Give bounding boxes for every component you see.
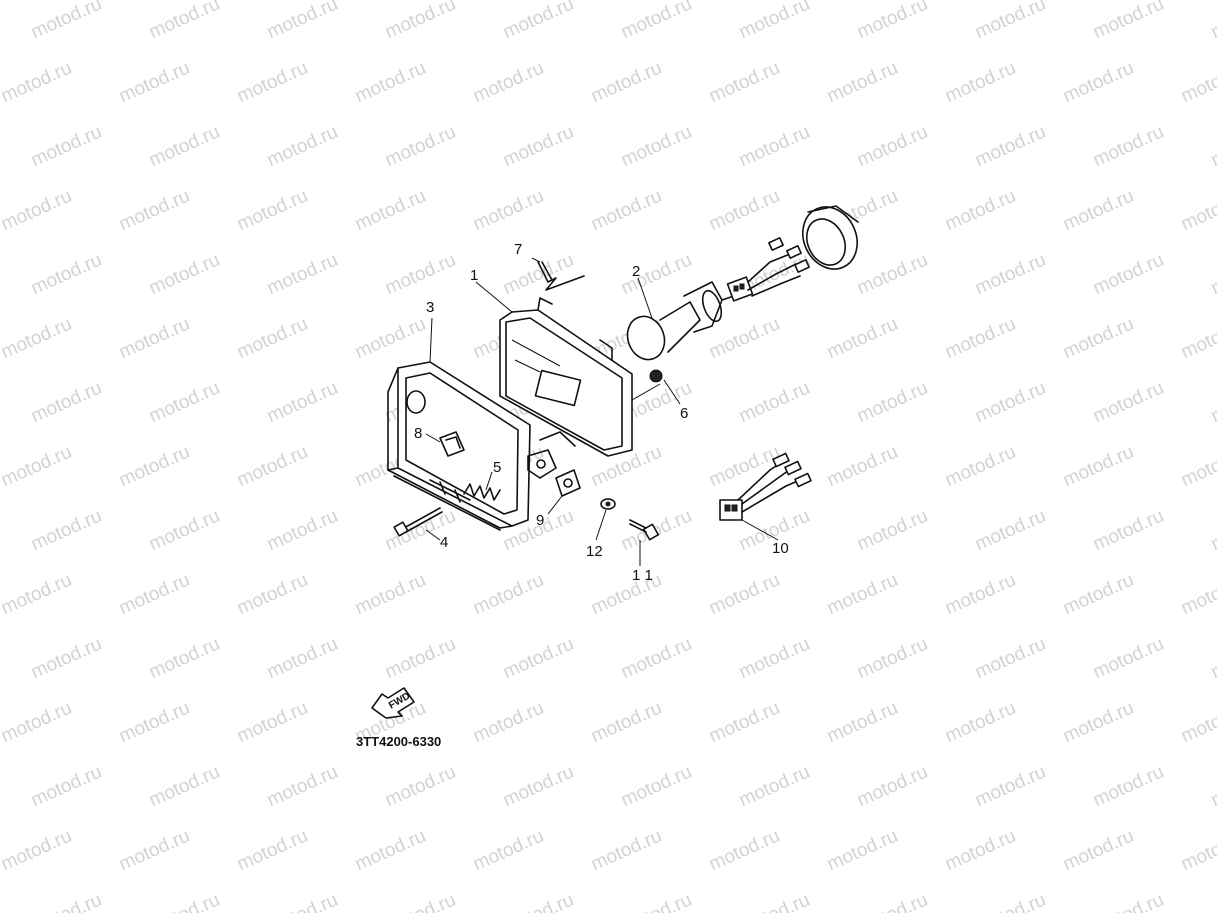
- bolt: [629, 519, 660, 541]
- adjusting-screw: [393, 507, 443, 537]
- headlight-lens-unit: [499, 297, 633, 479]
- callout-4: 4: [440, 534, 448, 551]
- adjuster-spring: [463, 483, 501, 501]
- mounting-damper: [555, 469, 581, 497]
- callout-9: 9: [536, 512, 544, 529]
- part-code: 3TT4200-6330: [356, 734, 441, 749]
- callout-7: 7: [514, 241, 522, 258]
- nut: [649, 369, 663, 383]
- callout-3: 3: [426, 299, 434, 316]
- leader-lines: [425, 257, 779, 566]
- forward-arrow: FWD: [371, 687, 415, 719]
- wire-harness: [719, 452, 812, 521]
- rubber-cover: [802, 205, 859, 270]
- headlight-bulb: [626, 281, 735, 361]
- callout-labels: 1 2 3 4 5 6 7 8 9 10 1 1 12: [414, 241, 789, 584]
- callout-1: 1: [470, 267, 478, 284]
- adjuster-grommet: [439, 431, 465, 457]
- callout-10: 10: [772, 540, 789, 557]
- callout-12: 12: [586, 543, 603, 560]
- callout-5: 5: [493, 459, 501, 476]
- callout-6: 6: [680, 405, 688, 422]
- bulb-connector: [726, 237, 810, 302]
- callout-11: 1 1: [632, 567, 653, 584]
- retaining-spring: [537, 261, 585, 291]
- callout-8: 8: [414, 425, 422, 442]
- callout-2: 2: [632, 263, 640, 280]
- washer: [600, 498, 616, 510]
